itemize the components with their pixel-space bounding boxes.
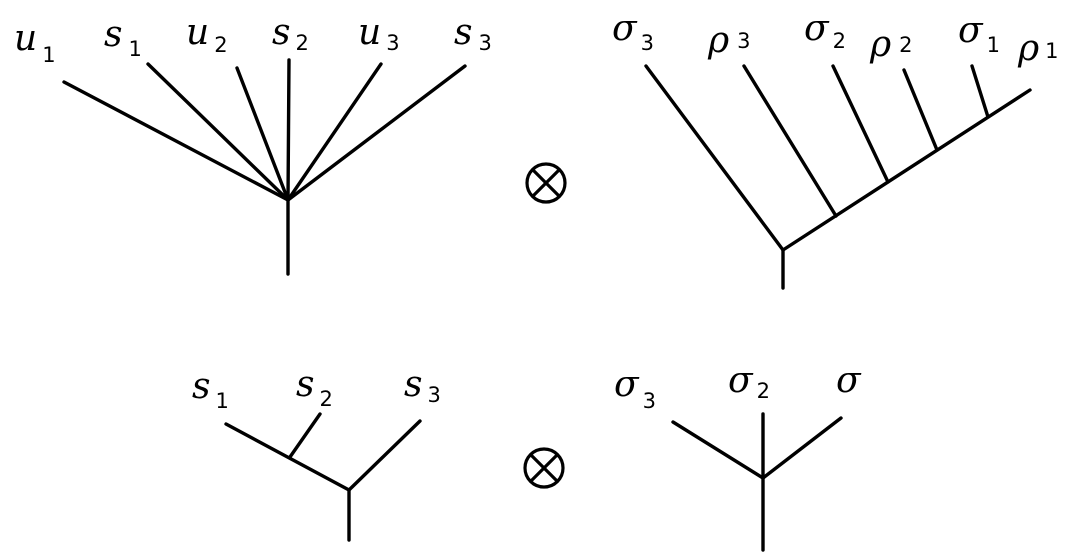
br-leaf-label-sigma: σ <box>836 360 862 401</box>
tl-edge-s3 <box>286 64 467 202</box>
tr-spine <box>781 88 1032 252</box>
bl-edge-s2 <box>288 412 322 459</box>
tensor-product-icon-top <box>525 162 567 204</box>
tr-edge-sigma1 <box>970 64 990 119</box>
tl-edge-u1 <box>62 80 290 202</box>
tr-edge-rho2 <box>902 68 939 152</box>
tensor-product-icon-bottom <box>523 447 565 489</box>
br-edge-sigma <box>761 416 843 480</box>
tl-edge-s1 <box>146 62 290 202</box>
bl-edge-s3 <box>347 419 422 492</box>
tr-edge-sigma2 <box>831 64 890 184</box>
tr-edge-sigma3 <box>644 64 785 252</box>
tl-edge-s2 <box>286 58 291 202</box>
tl-edge-u3 <box>286 62 383 202</box>
tr-edge-rho3 <box>742 64 838 218</box>
bl-edge-left <box>224 422 351 492</box>
br-edge-sigma3 <box>671 420 765 480</box>
tl-edge-u2 <box>235 66 290 202</box>
